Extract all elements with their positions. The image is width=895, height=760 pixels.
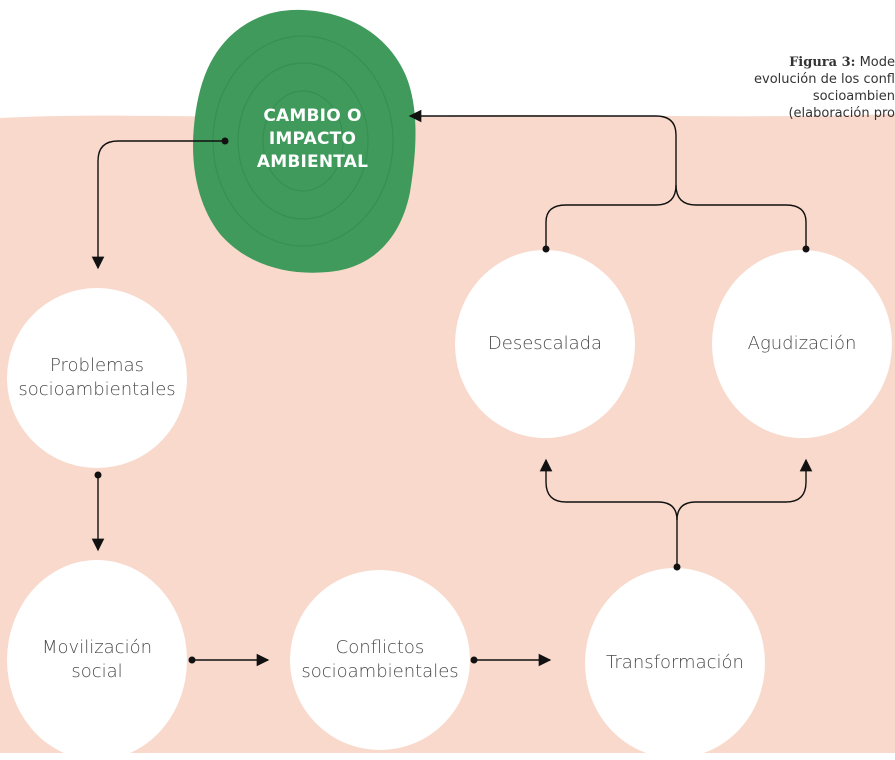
node-movilizacion-label: Movilización social bbox=[42, 637, 152, 682]
edge-dot-transformacion bbox=[673, 563, 681, 571]
caption-line-1: Mode bbox=[859, 55, 895, 70]
node-desescalada: Desescalada bbox=[455, 250, 635, 438]
caption-line-3: socioambien bbox=[812, 89, 895, 104]
node-desescalada-label: Desescalada bbox=[487, 333, 603, 354]
edge-agudizacion-join bbox=[675, 184, 807, 249]
edge-dot-agudizacion bbox=[802, 245, 810, 253]
node-agudizacion: Agudización bbox=[712, 250, 892, 438]
edge-dot-conflictos bbox=[470, 656, 478, 664]
edge-impact-to-problemas bbox=[91, 140, 225, 270]
node-problemas-label: Problemas socioambientales bbox=[18, 355, 176, 400]
node-problemas: Problemas socioambientales bbox=[7, 288, 187, 468]
caption-line-2: evolución de los confl bbox=[754, 72, 895, 87]
edge-desescalada-join bbox=[408, 109, 677, 249]
figure-caption: Figura 3: Mode evolución de los confl so… bbox=[595, 54, 895, 122]
impact-label: CAMBIO O IMPACTO AMBIENTAL bbox=[256, 106, 369, 172]
node-transformacion-label: Transformación bbox=[606, 652, 744, 673]
impact-blob bbox=[193, 9, 416, 273]
node-agudizacion-label: Agudización bbox=[747, 333, 857, 354]
edge-dot-desescalada bbox=[542, 245, 550, 253]
edge-transformacion-to-agudizacion bbox=[676, 458, 813, 521]
edge-transformacion-to-desescalada bbox=[539, 458, 678, 567]
caption-label: Figura 3: bbox=[789, 55, 856, 70]
node-conflictos: Conflictos socioambientales bbox=[290, 570, 470, 750]
node-transformacion: Transformación bbox=[585, 568, 765, 758]
node-movilizacion: Movilización social bbox=[7, 560, 187, 760]
edge-dot-movilizacion bbox=[188, 656, 196, 664]
edge-dot-problemas bbox=[94, 471, 102, 479]
edge-dot-impact bbox=[221, 137, 229, 145]
caption-line-4: (elaboración pro bbox=[788, 106, 895, 121]
node-conflictos-label: Conflictos socioambientales bbox=[301, 637, 459, 682]
